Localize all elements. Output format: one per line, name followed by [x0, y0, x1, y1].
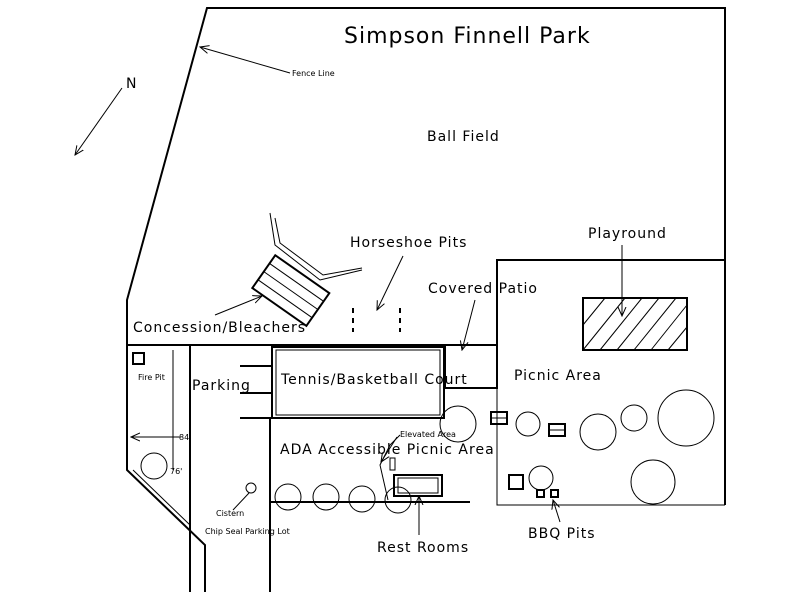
cistern: [245, 482, 257, 494]
parking-stalls: [240, 365, 272, 419]
page-title: Simpson Finnell Park: [344, 24, 591, 49]
chip-seal-label: Chip Seal Parking Lot: [205, 527, 290, 536]
bbq-pits-label: BBQ Pits: [528, 526, 596, 542]
fence-line-label: Fence Line: [292, 69, 335, 78]
dimension-76: 76': [170, 467, 182, 476]
rest-rooms: [393, 474, 443, 497]
fire-pit: [132, 352, 145, 365]
fence-pointer: [200, 47, 291, 74]
horseshoe-pits: [352, 308, 401, 332]
site-boundaries: [127, 259, 726, 592]
ada-picnic-label: ADA Accessible Picnic Area: [280, 442, 495, 458]
picnic-area-label: Picnic Area: [514, 368, 602, 384]
tennis-basketball-court: [271, 346, 445, 419]
north-label: N: [126, 76, 137, 92]
picnic-tables: [389, 411, 566, 490]
fire-pit-label: Fire Pit: [138, 373, 165, 382]
horseshoe-pits-label: Horseshoe Pits: [350, 235, 467, 251]
north-arrow-icon: [75, 87, 123, 155]
parking-label: Parking: [192, 378, 251, 394]
playground: [582, 297, 688, 351]
bbq-pits: [536, 489, 559, 498]
elevated-area-label: Elevated Area: [400, 430, 456, 439]
trees: [140, 389, 715, 514]
fence-line: [126, 7, 726, 592]
playground-label: Playround: [588, 226, 667, 242]
dimension-84: 84': [179, 433, 191, 442]
cistern-label: Cistern: [216, 509, 244, 518]
covered-patio-label: Covered Patio: [428, 281, 538, 297]
tennis-court-label: Tennis/Basketball Court: [280, 372, 468, 388]
concession-bleachers: [250, 212, 363, 328]
ball-field-label: Ball Field: [427, 129, 500, 145]
concession-label: Concession/Bleachers: [133, 320, 306, 336]
rest-rooms-label: Rest Rooms: [377, 540, 469, 556]
